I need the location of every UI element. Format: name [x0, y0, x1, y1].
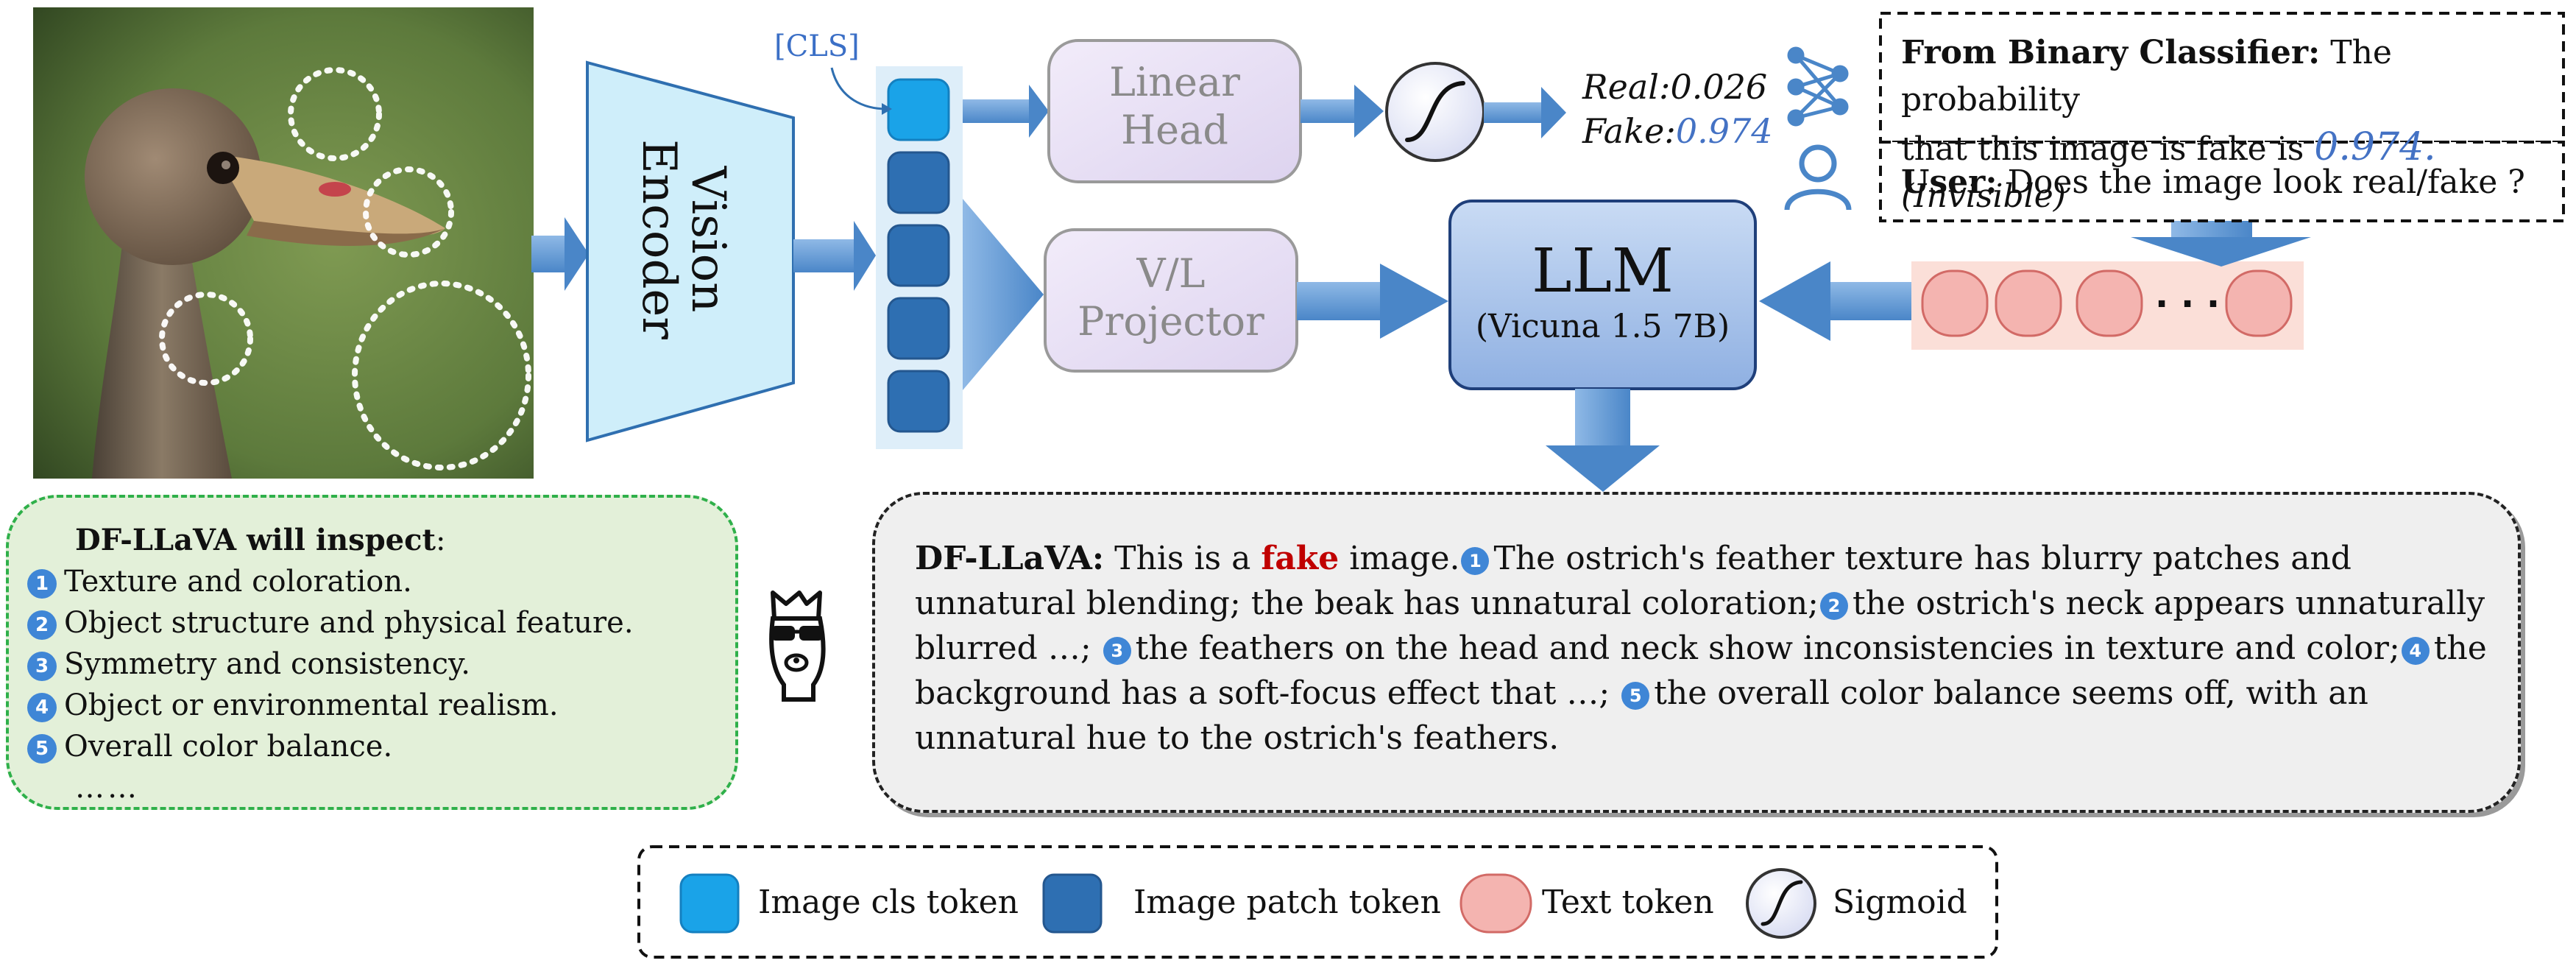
- linear-head-label: Linear Head: [1109, 59, 1240, 153]
- llama-icon: [769, 590, 826, 702]
- legend-text-swatch: [1459, 873, 1532, 934]
- cls-label: [CLS]: [774, 29, 860, 63]
- arrow-projector-to-llm: [1297, 264, 1448, 339]
- legend-patch-label: Image patch token: [1133, 884, 1441, 921]
- vision-encoder-label: Vision Encoder: [631, 139, 735, 339]
- cls-pointer: [830, 67, 888, 110]
- legend-cls-label: Image cls token: [758, 884, 1019, 921]
- projector-label: V/L Projector: [1078, 250, 1264, 345]
- llm-title: LLM: [1532, 236, 1674, 306]
- arrow-cls-to-head: [963, 85, 1049, 138]
- legend-patch-swatch: [1042, 873, 1103, 934]
- legend-sigmoid-swatch: [1746, 868, 1816, 939]
- classifier-value: 0.974.: [2314, 125, 2436, 169]
- inspect-ellipsis: ……: [75, 771, 140, 805]
- llm-label: LLM (Vicuna 1.5 7B): [1450, 236, 1755, 347]
- classifier-scores: Real:0.026 Fake:0.974: [1582, 65, 1773, 153]
- vision-encoder-block: [586, 60, 795, 443]
- patch-tokens: [887, 151, 950, 433]
- legend-frame: [637, 845, 1998, 959]
- text-token-dots: · · ·: [2155, 283, 2221, 325]
- fake-score: Fake:0.974: [1582, 111, 1773, 151]
- user-icon: [1784, 144, 1852, 211]
- arrow-head-to-sigmoid: [1301, 85, 1384, 138]
- network-icon: [1787, 46, 1849, 127]
- user-prompt-box: [1879, 141, 2565, 222]
- user-prompt-text: User: Does the image look real/fake ?: [1901, 163, 2525, 201]
- input-image: [33, 7, 534, 479]
- llm-subtitle: (Vicuna 1.5 7B): [1475, 308, 1730, 346]
- legend-sigmoid-label: Sigmoid: [1833, 884, 1967, 921]
- legend-cls-swatch: [679, 873, 740, 934]
- inspect-title: DF-LLaVA will inspect:: [75, 523, 446, 557]
- arrow-patches-to-projector: [963, 199, 1044, 390]
- arrow-llm-to-response: [1546, 389, 1660, 492]
- classifier-prompt-text: From Binary Classifier: The probability …: [1901, 34, 2436, 215]
- fake-verdict: fake: [1261, 540, 1340, 577]
- arrow-tokens-to-llm: [1759, 261, 1911, 341]
- arrow-prompt-to-tokens: [2131, 221, 2311, 267]
- sigmoid-node: [1385, 62, 1485, 162]
- classifier-prompt-box: [1879, 12, 2565, 144]
- real-score: Real:0.026: [1582, 67, 1768, 107]
- legend-text-label: Text token: [1542, 884, 1714, 921]
- arrow-sigmoid-to-output: [1484, 87, 1566, 138]
- arrow-encoder-to-tokens: [793, 221, 876, 291]
- cls-token: [887, 78, 950, 141]
- arrow-image-to-encoder: [531, 217, 589, 291]
- text-tokens: [1921, 269, 2293, 337]
